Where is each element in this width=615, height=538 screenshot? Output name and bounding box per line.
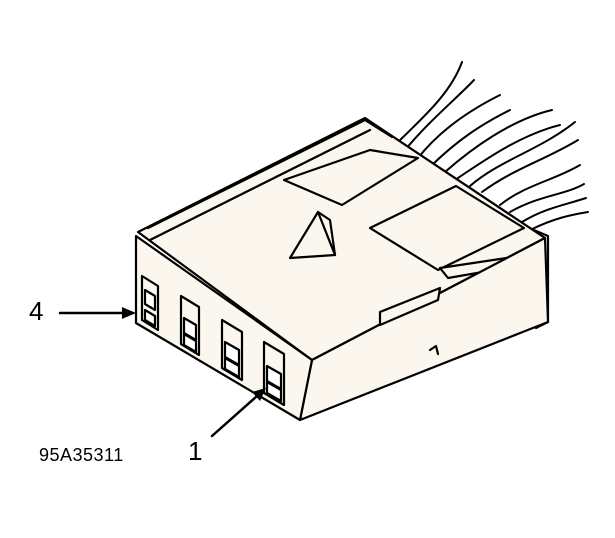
cavity-2 (220, 318, 244, 382)
cavity-4 (140, 274, 160, 332)
callout-arrow-4 (58, 307, 136, 319)
callout-label-1: 1 (188, 436, 203, 466)
cavity-3 (179, 294, 201, 357)
cavity-1 (262, 340, 286, 407)
callout-arrow-1 (210, 388, 266, 438)
callout-label-4: 4 (29, 296, 44, 326)
top-rail (146, 118, 394, 242)
top-block-2 (368, 184, 526, 272)
figure-code: 95A35311 (39, 445, 124, 465)
wire-bundle (394, 61, 589, 231)
locking-ramp (288, 210, 337, 260)
top-block-1 (282, 148, 420, 207)
